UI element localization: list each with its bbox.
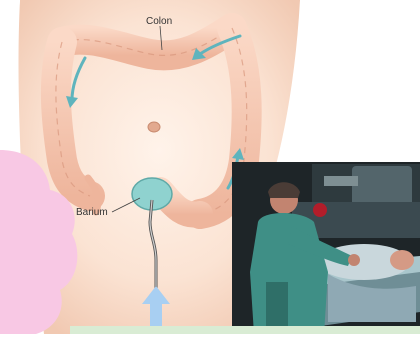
barium-label: Barium bbox=[76, 207, 108, 218]
pink-cloud-shape bbox=[0, 150, 80, 334]
colon-label: Colon bbox=[146, 16, 172, 27]
bottom-strip bbox=[70, 326, 420, 334]
navel bbox=[148, 122, 160, 132]
xray-procedure-photo bbox=[232, 162, 420, 334]
